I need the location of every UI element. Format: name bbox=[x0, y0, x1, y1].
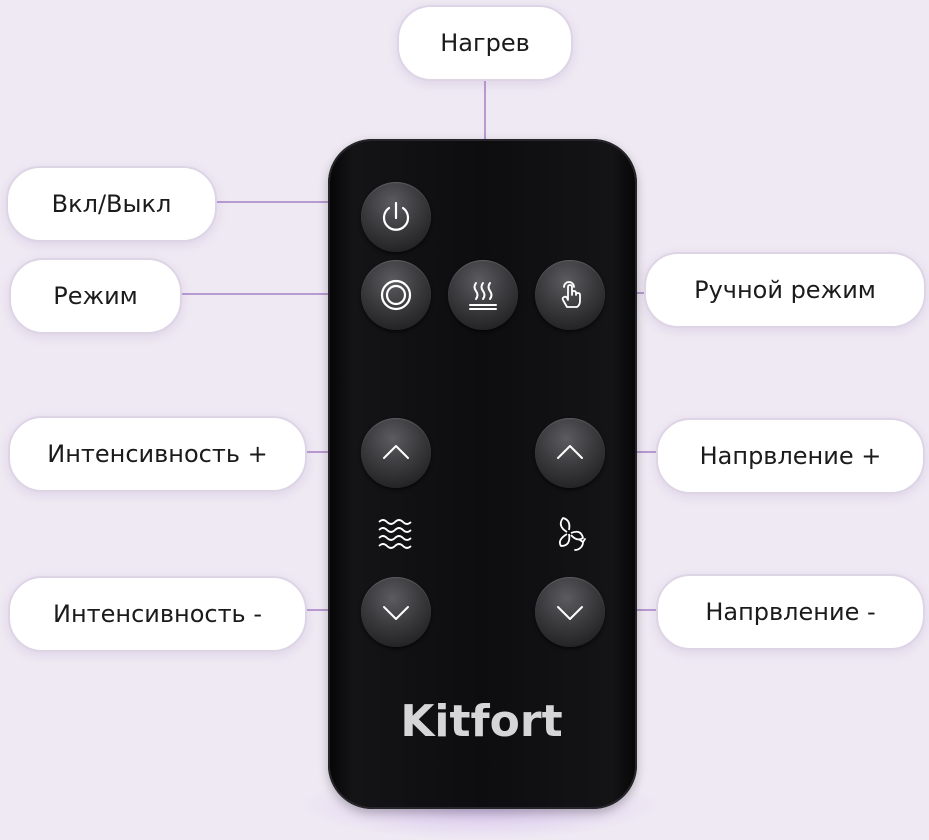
chevron-down-icon bbox=[383, 606, 409, 620]
heat-label: Нагрев bbox=[397, 5, 573, 81]
power-button[interactable] bbox=[361, 182, 431, 252]
direction-up-button[interactable] bbox=[535, 418, 605, 488]
direction-down-button[interactable] bbox=[535, 577, 605, 647]
mode-connector bbox=[178, 293, 356, 295]
mode-button[interactable] bbox=[361, 260, 431, 330]
chevron-up-icon bbox=[557, 445, 583, 459]
direction-down-label: Напрвление - bbox=[656, 574, 925, 650]
intensity-down-label: Интенсивность - bbox=[8, 576, 307, 652]
concentric-circles-icon bbox=[380, 279, 412, 311]
hand-touch-icon bbox=[561, 281, 581, 308]
intensity-up-label: Интенсивность + bbox=[8, 416, 307, 492]
power-icon bbox=[382, 201, 410, 231]
brand-logo: Kitfort bbox=[400, 696, 563, 747]
wave-lines-icon bbox=[378, 519, 412, 549]
direction-up-label: Напрвление + bbox=[656, 418, 925, 494]
intensity-up-button[interactable] bbox=[361, 418, 431, 488]
heat-waves-icon bbox=[469, 282, 497, 310]
power-label: Вкл/Выкл bbox=[6, 166, 217, 242]
heat-button[interactable] bbox=[448, 260, 518, 330]
mode-label: Режим bbox=[9, 258, 182, 334]
chevron-up-icon bbox=[383, 445, 409, 459]
manual-mode-label: Ручной режим bbox=[644, 252, 926, 328]
fan-rotate-icon bbox=[558, 517, 586, 551]
manual-mode-button[interactable] bbox=[535, 260, 605, 330]
chevron-down-icon bbox=[557, 606, 583, 620]
intensity-down-button[interactable] bbox=[361, 577, 431, 647]
power-connector bbox=[213, 201, 356, 203]
